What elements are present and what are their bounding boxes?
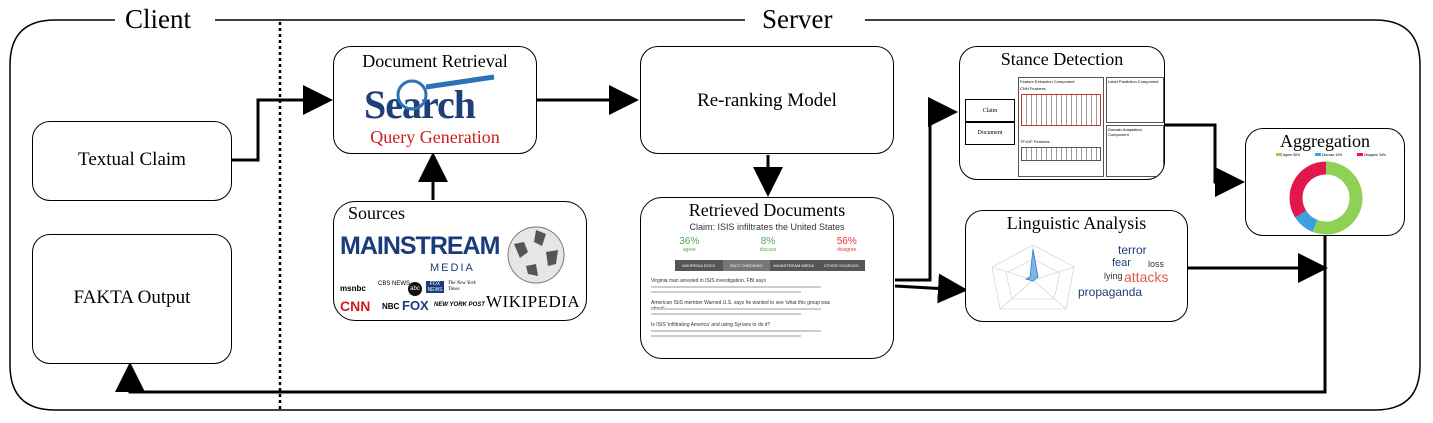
- server-section-title: Server: [752, 4, 843, 34]
- document-retrieval-label: Document Retrieval: [362, 51, 508, 71]
- word-propaganda: propaganda: [1078, 285, 1143, 299]
- tfidf-features-title: TF-IDF Features: [1020, 139, 1050, 144]
- fox-news-logo: FOX NEWS: [426, 281, 444, 293]
- stat-disagree: 56% disagree: [837, 236, 857, 253]
- legend-agree: Agree 56%: [1276, 153, 1300, 157]
- word-lying: lying: [1104, 271, 1123, 281]
- legend-disagree-text: Disagree 34%: [1364, 153, 1386, 157]
- stance-stats: 36% agree 8% discuss 56% disagree: [649, 236, 887, 253]
- label-prediction-panel: Label Prediction Component: [1106, 77, 1164, 123]
- retrieved-documents-label: Retrieved Documents: [688, 200, 846, 220]
- doc-snippet: [651, 286, 821, 288]
- reranking-model-label: Re-ranking Model: [697, 90, 837, 111]
- aggregation-donut-chart: [1289, 161, 1363, 235]
- tab-mainstream[interactable]: MAINSTREAM MEDIA: [773, 263, 814, 268]
- aggregation-label: Aggregation: [1280, 131, 1370, 151]
- client-section-title: Client: [115, 4, 201, 34]
- word-loss: loss: [1148, 259, 1165, 269]
- fakta-output-label: FAKTA Output: [73, 287, 191, 308]
- document-retrieval-box: Document Retrieval Search Query Generati…: [333, 46, 537, 154]
- search-logo: Search: [364, 82, 476, 127]
- doc-snippet: [651, 291, 801, 293]
- nypost-logo: NEW YORK POST: [434, 302, 485, 308]
- domain-adaptation-title: Domain Adaptation Component: [1108, 127, 1142, 137]
- mainstream-logo: MAINSTREAM: [340, 232, 500, 260]
- cnn-logo: CNN: [340, 298, 371, 314]
- feature-extraction-panel: Feature Extraction Component CNN Feature…: [1018, 77, 1104, 177]
- magnifier-icon: [396, 74, 495, 111]
- fakta-output-box: FAKTA Output: [32, 234, 232, 364]
- aggregation-legend: Agree 56% Discuss 10% Disagree 34%: [1276, 153, 1386, 157]
- tfidf-grid: [1021, 147, 1101, 161]
- outer-frame: [9, 19, 1421, 411]
- stat-agree: 36% agree: [679, 236, 699, 253]
- donut-slice-agree: [1312, 161, 1363, 235]
- linguistic-analysis-label: Linguistic Analysis: [1006, 213, 1147, 233]
- textual-claim-box: Textual Claim: [32, 121, 232, 201]
- linguistic-analysis-box: Linguistic Analysis terror fear loss att…: [965, 210, 1188, 322]
- doc-item[interactable]: Virginia man arrested in ISIS investigat…: [651, 278, 766, 284]
- nbc-logo: NBC: [382, 302, 400, 311]
- msnbc-logo: msnbc: [340, 284, 366, 293]
- aggregation-box: Aggregation Agree 56% Discuss 10% Disagr…: [1245, 128, 1405, 236]
- stat-disagree-label: disagree: [837, 247, 857, 253]
- doc-snippet: [651, 330, 821, 332]
- tab-fact-checking[interactable]: FACT CHECKING: [722, 260, 770, 271]
- wikipedia-globe-icon: [507, 226, 565, 284]
- stat-agree-pct: 36%: [679, 236, 700, 247]
- legend-agree-text: Agree 56%: [1282, 153, 1301, 157]
- reranking-model-box: Re-ranking Model: [640, 46, 894, 154]
- donut-slice-discuss: [1295, 210, 1318, 232]
- media-logo: MEDIA: [430, 262, 475, 274]
- doc-snippet: [651, 335, 801, 337]
- stat-discuss: 8% discuss: [760, 236, 777, 253]
- feature-extraction-title: Feature Extraction Component: [1020, 79, 1075, 84]
- textual-claim-label: Textual Claim: [78, 149, 186, 170]
- doc-snippet: [651, 313, 801, 315]
- donut-slice-disagree: [1289, 161, 1327, 218]
- stat-disagree-pct: 56%: [836, 236, 857, 247]
- stat-discuss-label: discuss: [759, 247, 777, 253]
- nyt-logo: The New York Times: [448, 281, 476, 292]
- abc-logo: abc: [408, 282, 422, 296]
- label-prediction-title: Label Prediction Component: [1108, 79, 1159, 84]
- document-input: Document: [965, 121, 1015, 145]
- cnn-features-title: CNN Features: [1020, 86, 1046, 91]
- doc-item[interactable]: Is ISIS 'infiltrating America' and using…: [651, 322, 771, 328]
- legend-discuss: Discuss 10%: [1314, 153, 1343, 157]
- doc-item[interactable]: American ISIS member Warned U.S. says he…: [651, 300, 831, 312]
- stance-detection-box: Stance Detection Claim Document Feature …: [959, 46, 1165, 180]
- radar-chart: [991, 244, 1075, 310]
- tab-wikipedia[interactable]: WIKIPEDIA DOCS: [682, 263, 716, 268]
- stance-detection-label: Stance Detection: [1000, 49, 1124, 69]
- cnn-grid: [1021, 94, 1101, 126]
- legend-disagree: Disagree 34%: [1357, 153, 1386, 157]
- claim-input: Claim: [965, 99, 1015, 123]
- stat-discuss-pct: 8%: [760, 236, 776, 247]
- wikipedia-logo: WIKIPEDIA: [486, 292, 581, 311]
- word-cloud: terror fear loss attacks lying propagand…: [1078, 241, 1184, 321]
- retrieved-claim: Claim: ISIS infiltrates the United State…: [689, 222, 845, 232]
- retrieved-documents-box: Retrieved Documents Claim: ISIS infiltra…: [640, 197, 894, 359]
- sources-label: Sources: [348, 203, 405, 223]
- tab-other[interactable]: OTHER SOURCES: [823, 263, 859, 268]
- word-attacks: attacks: [1124, 269, 1169, 285]
- sources-box: Sources MAINSTREAM MEDIA msnbc CBS NEWS …: [333, 201, 587, 321]
- word-fear: fear: [1112, 257, 1131, 269]
- legend-discuss-text: Discuss 10%: [1321, 153, 1343, 157]
- source-tabs: WIKIPEDIA DOCS FACT CHECKING MAINSTREAM …: [675, 260, 865, 271]
- fox-logo: FOX: [402, 298, 429, 313]
- word-terror: terror: [1118, 243, 1147, 257]
- query-generation-label: Query Generation: [370, 127, 500, 147]
- domain-adaptation-panel: Domain Adaptation Component: [1106, 125, 1164, 177]
- stat-agree-label: agree: [682, 247, 696, 253]
- cbs-logo: CBS NEWS: [378, 281, 411, 287]
- doc-snippet: [651, 308, 821, 310]
